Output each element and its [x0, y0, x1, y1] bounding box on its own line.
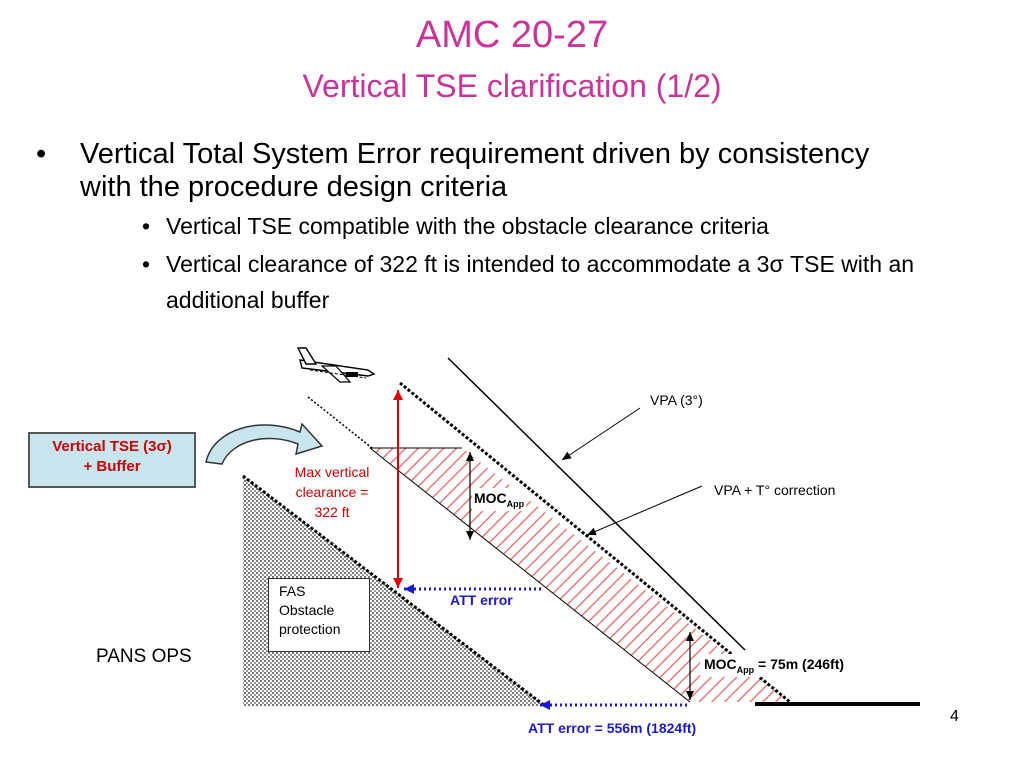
moc-lower-sub: App	[736, 664, 755, 675]
page-number: 4	[950, 708, 959, 725]
maxv-line3: 322 ft	[314, 504, 350, 520]
bullet-dot: •	[36, 138, 47, 170]
vpa-corrected-path	[399, 381, 791, 704]
vpa-correction-callout-line	[586, 485, 703, 536]
sub-bullet-text: Vertical clearance of 322 ft is intended…	[166, 251, 915, 313]
main-bullet-text: Vertical Total System Error requirement …	[80, 138, 870, 203]
moc-lower-main: MOC	[704, 656, 737, 672]
vpa-line	[447, 357, 746, 651]
moc-upper-label: MOCApp	[472, 488, 527, 511]
fas-obstacle-box: FAS Obstacle protection	[268, 578, 370, 652]
vpa-label: VPA (3°)	[650, 392, 703, 408]
curved-arrow-icon	[205, 422, 324, 465]
fas-line3: protection	[279, 621, 341, 637]
vpa-correction-label: VPA + T° correction	[714, 482, 836, 498]
bullet-dot: •	[142, 213, 151, 239]
obstacle-surface-edge	[242, 474, 546, 708]
slide-title: AMC 20-27	[415, 14, 609, 56]
max-vertical-clearance-label: Max vertical clearance = 322 ft	[268, 462, 396, 522]
att-error-label: ATT error	[450, 592, 513, 608]
fas-line2: Obstacle	[279, 602, 335, 618]
vpa-callout-line	[561, 407, 641, 461]
maxv-line1: Max vertical	[294, 464, 370, 480]
sub-bullet-text: Vertical TSE compatible with the obstacl…	[166, 213, 769, 239]
moc-band-bottom-edge	[369, 447, 691, 703]
tse-line2: + Buffer	[83, 458, 141, 475]
moc-upper-main: MOC	[474, 490, 507, 506]
vertical-tse-box: Vertical TSE (3σ) + Buffer	[28, 432, 196, 488]
tse-line1: Vertical TSE (3σ)	[52, 438, 172, 455]
approach-path-dotted	[307, 396, 373, 449]
fas-line1: FAS	[279, 583, 306, 599]
moc-band	[370, 448, 790, 702]
moc-lower-suffix: = 75m (246ft)	[754, 656, 845, 672]
bullet-dot: •	[142, 251, 151, 277]
slide-subtitle: Vertical TSE clarification (1/2)	[302, 68, 722, 104]
moc-lower-label: MOCApp = 75m (246ft)	[700, 654, 849, 677]
pans-ops-label: PANS OPS	[96, 646, 192, 667]
moc-upper-sub: App	[506, 498, 525, 509]
att-error-bottom-label: ATT error = 556m (1824ft)	[528, 720, 697, 736]
airplane-icon	[296, 347, 376, 383]
maxv-line2: clearance =	[295, 484, 369, 500]
